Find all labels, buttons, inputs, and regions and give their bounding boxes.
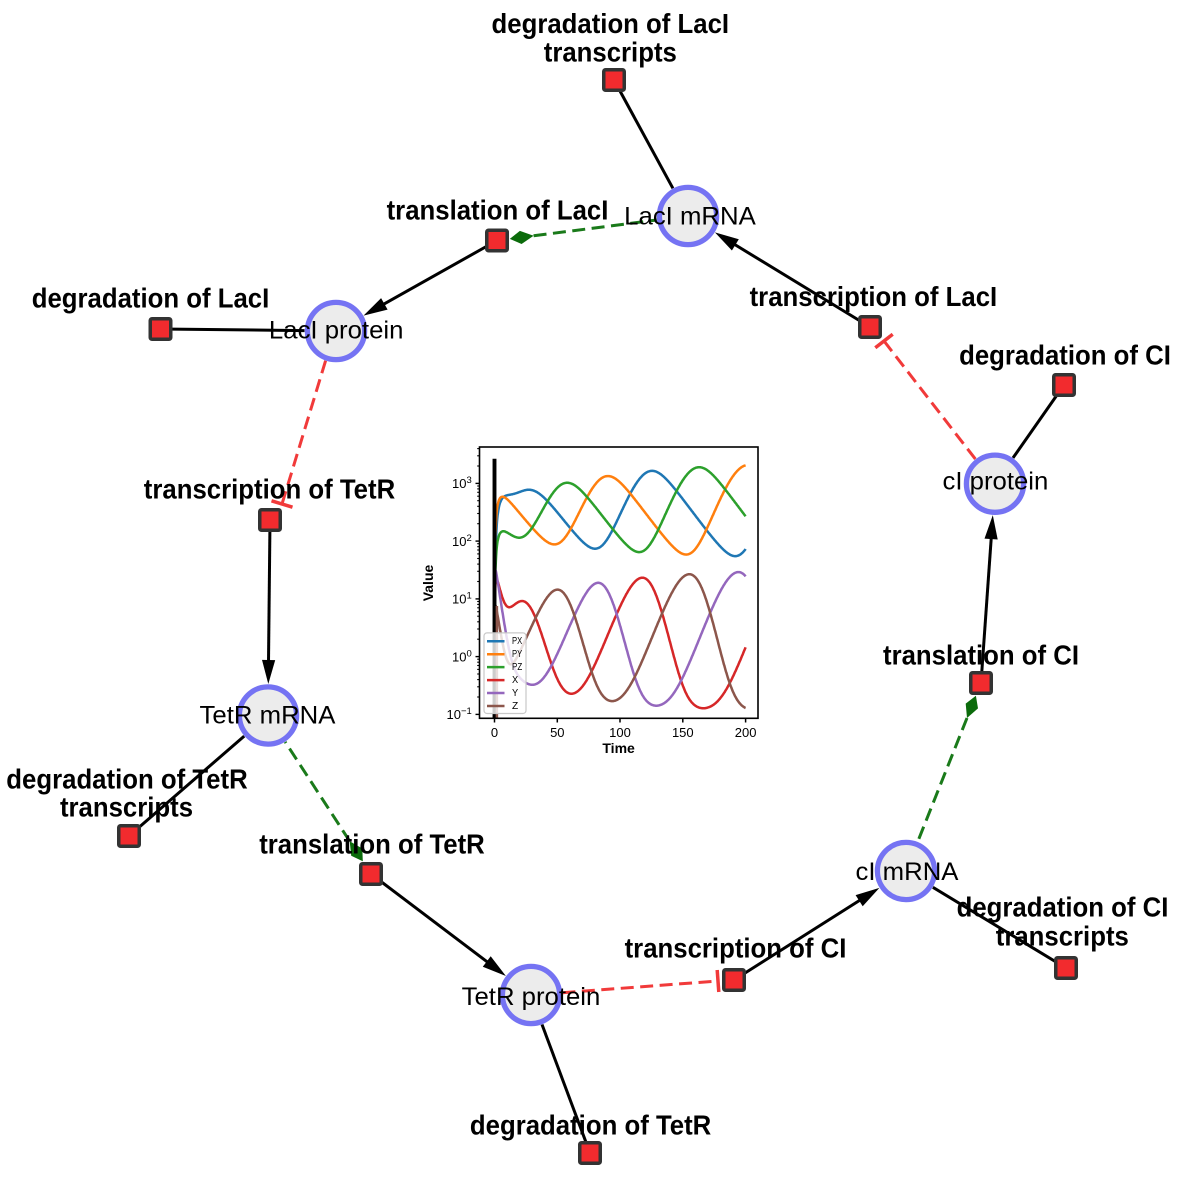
svg-text:TetR mRNA: TetR mRNA bbox=[200, 702, 336, 729]
svg-text:101: 101 bbox=[452, 591, 472, 607]
svg-text:translation of TetR: translation of TetR bbox=[259, 828, 485, 859]
svg-text:200: 200 bbox=[735, 725, 757, 740]
svg-text:50: 50 bbox=[550, 725, 564, 740]
svg-text:10−1: 10−1 bbox=[446, 706, 471, 722]
svg-text:LacI protein: LacI protein bbox=[269, 317, 404, 344]
svg-text:degradation of CI: degradation of CI bbox=[959, 340, 1171, 371]
svg-text:PY: PY bbox=[512, 649, 522, 660]
svg-text:103: 103 bbox=[452, 475, 472, 491]
svg-text:0: 0 bbox=[491, 725, 498, 740]
svg-text:PX: PX bbox=[512, 636, 522, 647]
svg-text:PZ: PZ bbox=[512, 662, 522, 673]
svg-text:transcripts: transcripts bbox=[544, 36, 677, 67]
svg-text:transcription of LacI: transcription of LacI bbox=[750, 281, 998, 312]
svg-text:X: X bbox=[512, 675, 519, 686]
svg-text:cI protein: cI protein bbox=[943, 468, 1049, 495]
svg-text:transcripts: transcripts bbox=[996, 920, 1129, 951]
svg-text:Time: Time bbox=[602, 740, 635, 756]
svg-text:Value: Value bbox=[420, 565, 436, 602]
svg-text:cI mRNA: cI mRNA bbox=[856, 859, 959, 886]
svg-text:degradation of CI: degradation of CI bbox=[957, 892, 1169, 923]
svg-text:150: 150 bbox=[672, 725, 694, 740]
svg-text:translation of CI: translation of CI bbox=[883, 639, 1079, 670]
svg-text:100: 100 bbox=[452, 648, 472, 664]
svg-text:Z: Z bbox=[512, 701, 518, 712]
svg-text:Y: Y bbox=[512, 688, 519, 699]
svg-text:transcripts: transcripts bbox=[60, 792, 193, 823]
svg-text:degradation of TetR: degradation of TetR bbox=[6, 764, 248, 795]
svg-text:transcription of TetR: transcription of TetR bbox=[144, 473, 396, 504]
svg-text:100: 100 bbox=[609, 725, 631, 740]
svg-text:translation of LacI: translation of LacI bbox=[387, 194, 609, 225]
svg-text:102: 102 bbox=[452, 533, 472, 549]
svg-text:TetR protein: TetR protein bbox=[462, 984, 601, 1011]
svg-text:LacI mRNA: LacI mRNA bbox=[624, 203, 756, 230]
svg-text:transcription of CI: transcription of CI bbox=[625, 932, 847, 963]
svg-text:degradation of LacI: degradation of LacI bbox=[492, 8, 730, 39]
svg-text:degradation of LacI: degradation of LacI bbox=[32, 283, 270, 314]
svg-text:degradation of TetR: degradation of TetR bbox=[470, 1110, 712, 1141]
